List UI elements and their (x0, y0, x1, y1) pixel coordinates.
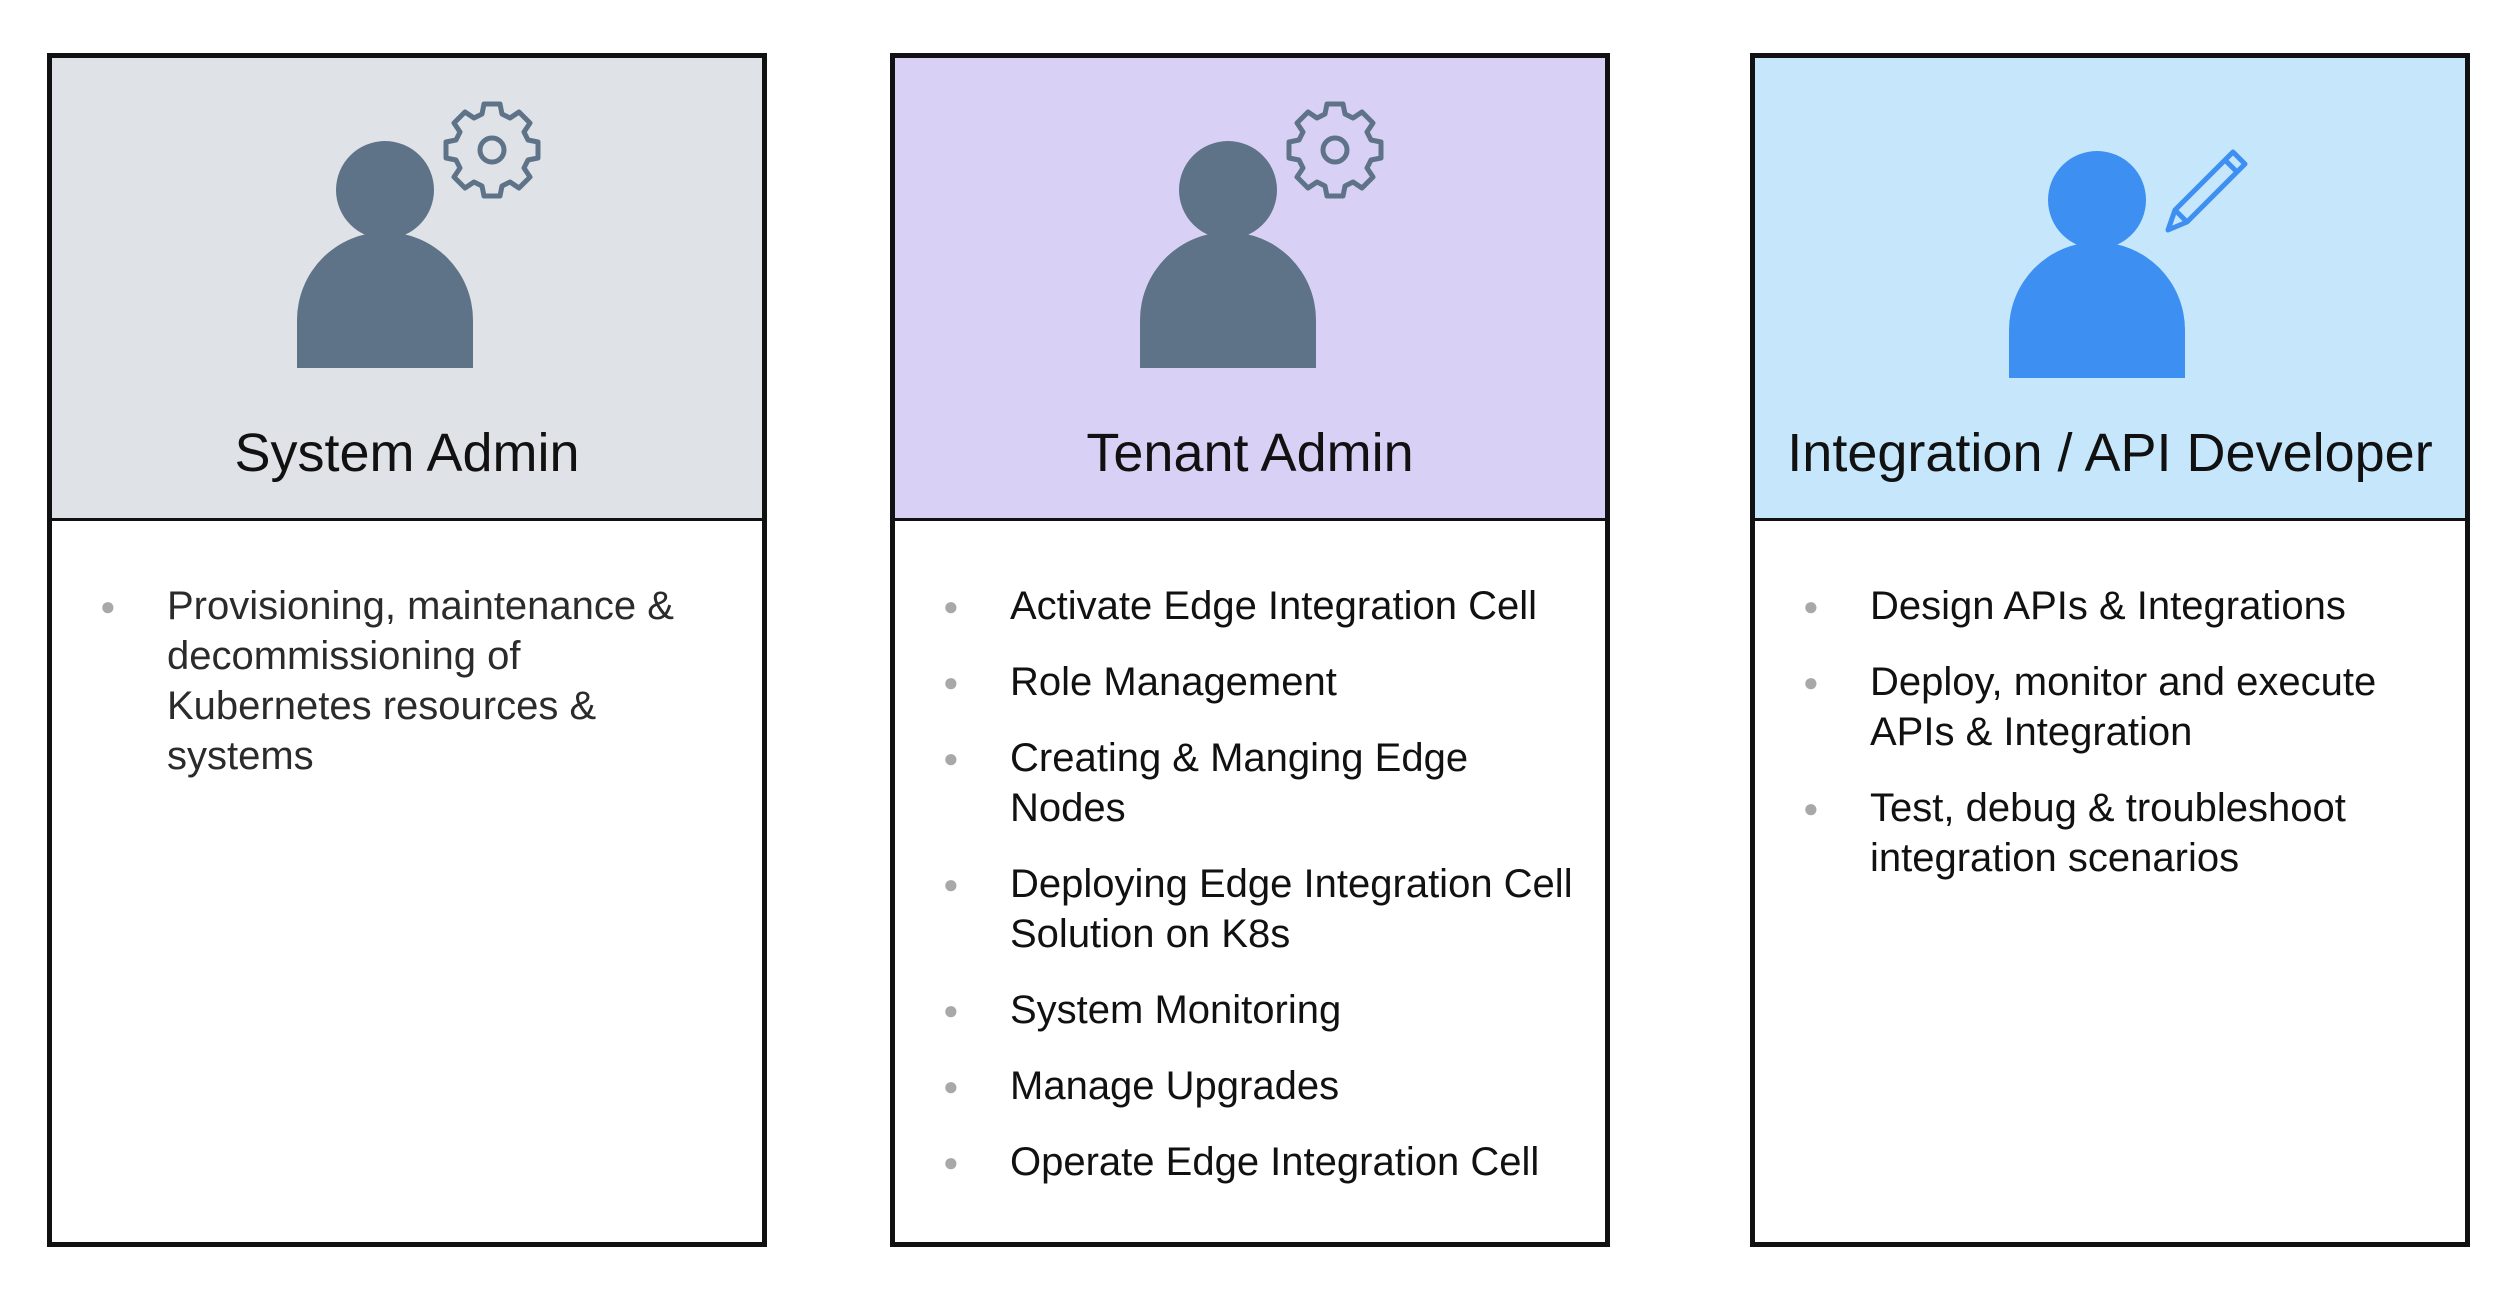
task-text: Manage Upgrades (1010, 1064, 1340, 1108)
task-text: Creating & Manging Edge Nodes (1010, 736, 1469, 830)
list-item: ● Design APIs & Integrations (1755, 581, 2465, 631)
task-list: ● Activate Edge Integration Cell ● Role … (895, 581, 1605, 1213)
person-gear-icon (1140, 101, 1384, 368)
bullet-icon: ● (943, 869, 959, 899)
task-text: Design APIs & Integrations (1870, 584, 2346, 628)
task-text: Deploy, monitor and execute APIs & Integ… (1870, 660, 2377, 754)
card-body: ● Activate Edge Integration Cell ● Role … (895, 521, 1605, 1242)
card-body: ● Design APIs & Integrations ● Deploy, m… (1755, 521, 2465, 1242)
role-card-tenant-admin: Tenant Admin ● Activate Edge Integration… (890, 53, 1610, 1247)
task-list: ● Design APIs & Integrations ● Deploy, m… (1755, 581, 2465, 909)
task-text: Deploying Edge Integration Cell Solution… (1010, 862, 1573, 956)
bullet-icon: ● (943, 743, 959, 773)
list-item: ● Provisioning, maintenance & decommissi… (52, 581, 762, 781)
card-header: Integration / API Developer (1755, 58, 2465, 521)
role-card-system-admin: System Admin ● Provisioning, maintenance… (47, 53, 767, 1247)
list-item: ● Deploying Edge Integration Cell Soluti… (895, 859, 1605, 959)
list-item: ● Deploy, monitor and execute APIs & Int… (1755, 657, 2465, 757)
list-item: ● Role Management (895, 657, 1605, 707)
card-header: Tenant Admin (895, 58, 1605, 521)
list-item: ● System Monitoring (895, 985, 1605, 1035)
bullet-icon: ● (943, 667, 959, 697)
card-title: Tenant Admin (1086, 423, 1414, 483)
card-title: System Admin (234, 423, 580, 483)
bullet-icon: ● (943, 995, 959, 1025)
bullet-icon: ● (943, 1147, 959, 1177)
list-item: ● Operate Edge Integration Cell (895, 1137, 1605, 1187)
list-item: ● Creating & Manging Edge Nodes (895, 733, 1605, 833)
list-item: ● Test, debug & troubleshoot integration… (1755, 783, 2465, 883)
bullet-icon: ● (1803, 591, 1819, 621)
bullet-icon: ● (943, 591, 959, 621)
list-item: ● Manage Upgrades (895, 1061, 1605, 1111)
card-body: ● Provisioning, maintenance & decommissi… (52, 521, 762, 1242)
task-text: Operate Edge Integration Cell (1010, 1140, 1540, 1184)
bullet-icon: ● (943, 1071, 959, 1101)
card-header: System Admin (52, 58, 762, 521)
task-text: System Monitoring (1010, 988, 1342, 1032)
bullet-icon: ● (1803, 793, 1819, 823)
task-text: Role Management (1010, 660, 1337, 704)
person-gear-icon (297, 101, 541, 368)
task-text: Provisioning, maintenance & decommission… (167, 584, 674, 778)
bullet-icon: ● (1803, 667, 1819, 697)
list-item: ● Activate Edge Integration Cell (895, 581, 1605, 631)
task-text: Test, debug & troubleshoot integration s… (1870, 786, 2346, 880)
card-title: Integration / API Developer (1787, 423, 2433, 483)
person-pencil-icon (2009, 149, 2248, 378)
role-card-integration-api-developer: Integration / API Developer ● Design API… (1750, 53, 2470, 1247)
task-list: ● Provisioning, maintenance & decommissi… (52, 581, 762, 807)
task-text: Activate Edge Integration Cell (1010, 584, 1537, 628)
bullet-icon: ● (100, 591, 116, 621)
